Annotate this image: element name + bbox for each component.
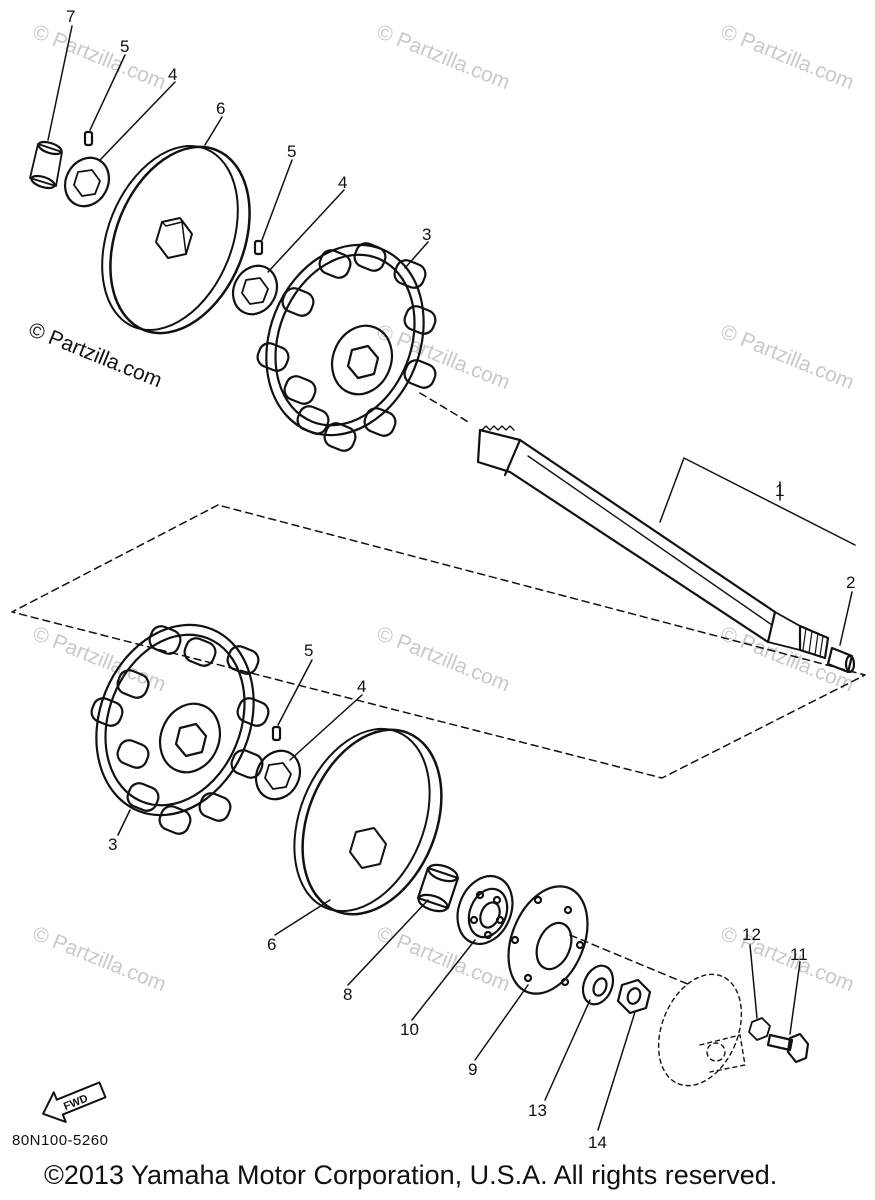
diagram-code: 80N100-5260 bbox=[12, 1132, 109, 1149]
callout-number: 3 bbox=[108, 835, 117, 854]
part-sprocket bbox=[90, 623, 270, 835]
reference-hub-dashed bbox=[657, 973, 746, 1087]
callout-number: 2 bbox=[846, 573, 855, 592]
part-bushing bbox=[416, 863, 460, 913]
part-wheel bbox=[101, 145, 251, 335]
axis-dash-line bbox=[569, 934, 691, 986]
callout-number: 5 bbox=[120, 37, 129, 56]
callout-number: 10 bbox=[400, 1020, 419, 1039]
copyright-notice: ©2013 Yamaha Motor Corporation, U.S.A. A… bbox=[44, 1160, 778, 1190]
callout-number: 6 bbox=[216, 99, 225, 118]
callout-number: 4 bbox=[357, 677, 366, 696]
part-shaft bbox=[476, 425, 801, 651]
callout-number: 9 bbox=[468, 1060, 477, 1079]
axis-dash-line bbox=[419, 392, 471, 424]
part-hex-spacer bbox=[231, 264, 279, 316]
callout-number: 4 bbox=[338, 173, 347, 192]
callout-number: 6 bbox=[267, 935, 276, 954]
part-wheel bbox=[293, 727, 443, 916]
part-hex-spacer bbox=[63, 156, 111, 208]
part-flange-plate bbox=[507, 885, 589, 995]
callout-number: 8 bbox=[343, 985, 352, 1004]
callout-number: 3 bbox=[422, 225, 431, 244]
fwd-arrow-icon: FWD bbox=[42, 1081, 107, 1123]
part-hex-spacer bbox=[254, 749, 302, 801]
callout-number: 13 bbox=[528, 1101, 547, 1120]
part-pin bbox=[271, 725, 282, 742]
callout-number: 4 bbox=[168, 65, 177, 84]
part-bearing bbox=[456, 875, 514, 945]
part-sprocket bbox=[256, 242, 437, 452]
part-pin bbox=[83, 130, 94, 147]
part-pin bbox=[253, 239, 264, 256]
callout-number: 14 bbox=[588, 1133, 607, 1152]
part-bolt bbox=[766, 1032, 810, 1064]
callout-number: 5 bbox=[304, 641, 313, 660]
part-small-nut bbox=[748, 1017, 771, 1041]
part-end-plug bbox=[826, 646, 856, 674]
part-collar bbox=[29, 140, 63, 190]
callout-number: 5 bbox=[287, 142, 296, 161]
callout-number: 1 bbox=[775, 481, 784, 500]
part-shaft-thread bbox=[798, 624, 830, 660]
part-washer bbox=[581, 964, 615, 1006]
leader-lines bbox=[47, 25, 856, 1131]
part-nut bbox=[616, 978, 652, 1015]
assembly-dashed-boundary bbox=[11, 504, 866, 779]
callout-number: 12 bbox=[742, 925, 761, 944]
callout-number: 11 bbox=[790, 945, 808, 964]
callout-number: 7 bbox=[66, 7, 75, 26]
